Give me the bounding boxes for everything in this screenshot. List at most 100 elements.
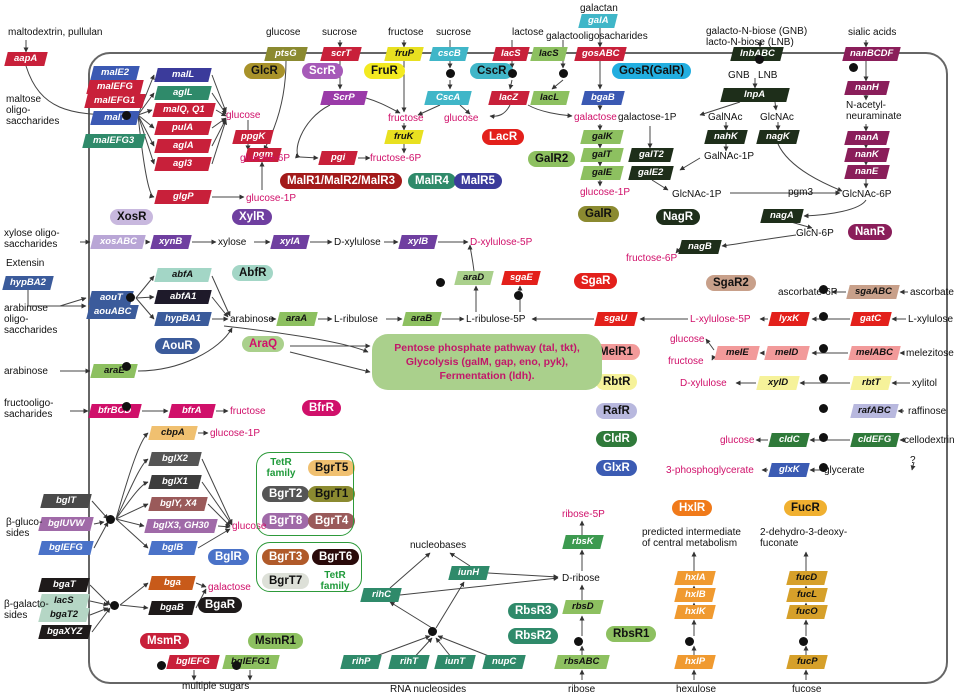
gene-meIE: meIE (714, 346, 760, 360)
metabolite-m40: L-xylulose-5P (690, 314, 751, 325)
gene-lacS2: lacS (530, 47, 568, 61)
transporter-dot (799, 637, 808, 646)
transporter-dot (122, 362, 131, 371)
metabolite-m66: ribose-5P (562, 509, 605, 520)
gene-rafABC: rafABC (850, 404, 899, 418)
gene-bglEFG1: bglEFG1 (222, 655, 280, 669)
regulator-BgrT7: BgrT7 (262, 573, 310, 589)
gene-rihC: rihC (360, 588, 402, 602)
gene-hxlA: hxlA (674, 571, 716, 585)
gene-nanE: nanE (844, 165, 890, 179)
regulator-SgaR2: SgaR2 (706, 275, 756, 291)
metabolite-m50: glucose (720, 435, 755, 446)
regulator-MalR123: MalR1/MalR2/MalR3 (280, 173, 403, 189)
metabolite-m32: xylose (218, 237, 247, 248)
gene-lyxK: lyxK (768, 312, 810, 326)
regulator-CldR: CldR (596, 431, 637, 447)
gene-galE: galE (580, 166, 624, 180)
transporter-dot (122, 111, 131, 120)
gene-hxlP: hxlP (674, 655, 716, 669)
gene-bglX3: bglX3, GH30 (144, 519, 218, 533)
metabolite-m5: fructose (388, 27, 424, 38)
gene-aouABC: aouABC (86, 305, 140, 319)
gene-bglX2: bglX2 (148, 452, 202, 466)
gene-sgaABC: sgaABC (846, 285, 900, 299)
gene-nupC: nupC (482, 655, 526, 669)
regulator-XylR: XylR (232, 209, 272, 225)
gene-bglEFG: bglEFG (38, 541, 94, 555)
transporter-dot (819, 344, 828, 353)
metabolite-m25: glucose-1P (580, 187, 631, 198)
metabolite-m45: fructose (668, 356, 704, 367)
gene-xosABC: xosABC (90, 235, 146, 249)
metabolite-m39: L-ribulose-5P (466, 314, 526, 325)
gene-gosABC: gosABC (574, 47, 628, 61)
gene-fucO: fucO (786, 605, 828, 619)
gene-glgP: glgP (154, 190, 212, 204)
regulator-RafR: RafR (596, 403, 637, 419)
metabolite-m6: sucrose (436, 27, 472, 38)
gene-bga: bga (148, 576, 196, 590)
metabolite-m15: glucose (444, 113, 479, 124)
gene-lacZ: lacZ (488, 91, 530, 105)
transporter-dot (819, 312, 828, 321)
transporter-dot (106, 515, 115, 524)
metabolite-m1: maltodextrin, pullulan (8, 27, 103, 38)
metabolite-m36: arabinose oligo- saccharides (4, 303, 58, 336)
regulator-MsmR: MsmR (140, 633, 189, 649)
tetr-family-box-2 (256, 542, 362, 592)
gene-bglUVW: bglUVW (38, 517, 94, 531)
gene-bglX1: bglX1 (148, 475, 202, 489)
regulator-BgrT3: BgrT3 (262, 549, 310, 565)
regulator-FruR: FruR (364, 63, 405, 79)
regulator-GalR2: GalR2 (528, 151, 576, 167)
gene-CscA: CscA (424, 91, 472, 105)
metabolite-m48: xylitol (912, 378, 938, 389)
regulator-GlcR: GlcR (244, 63, 285, 79)
gene-sgaE: sgaE (501, 271, 541, 285)
gene-araD: araD (454, 271, 494, 285)
gene-xylB: xylB (398, 235, 438, 249)
metabolite-m26: GlcNAc-1P (672, 189, 722, 200)
gene-bfrBCD: bfrBCD (88, 404, 142, 418)
gene-malL: malL (154, 68, 212, 82)
transporter-dot (126, 293, 135, 302)
metabolite-m37: arabinose (230, 314, 274, 325)
metabolite-m30: fructose-6P (626, 253, 678, 264)
metabolite-m35: Extensin (6, 258, 45, 269)
metabolite-m13: glucose (226, 110, 261, 121)
metabolite-m46: melezitose (906, 348, 954, 359)
gene-aglA: aglA (154, 139, 212, 153)
regulator-BgaR: BgaR (198, 597, 243, 613)
regulator-GosR: GosR(GalR) (612, 63, 692, 79)
gene-hxlB: hxlB (674, 588, 716, 602)
gene-fruP: fruP (384, 47, 424, 61)
regulator-RbsR3: RbsR3 (508, 603, 559, 619)
gene-abfA1: abfA1 (154, 290, 212, 304)
gene-xylD: xylD (756, 376, 800, 390)
gene-araB: araB (402, 312, 442, 326)
gene-nanA: nanA (844, 131, 890, 145)
gene-lacS1: lacS (492, 47, 530, 61)
metabolite-m53: glycerate (824, 465, 865, 476)
metabolite-m38: L-ribulose (334, 314, 378, 325)
regulator-MelR1: MelR1 (592, 344, 640, 360)
gene-malEFG3: malEFG3 (82, 134, 146, 148)
gene-rbtT: rbtT (850, 376, 892, 390)
metabolite-m58: glucose-1P (210, 428, 261, 439)
transporter-dot (514, 291, 523, 300)
regulator-GalR: GalR (578, 206, 619, 222)
transporter-dot (819, 463, 828, 472)
gene-bfrA: bfrA (168, 404, 216, 418)
gene-aglL: aglL (154, 86, 212, 100)
gene-fruK: fruK (384, 130, 424, 144)
gene-malQQ1: malQ, Q1 (152, 103, 216, 117)
gene-abfA: abfA (154, 268, 212, 282)
gene-hxlK: hxlK (674, 605, 716, 619)
metabolite-m23: GalNAc-1P (704, 151, 755, 162)
metabolite-m18: GalNAc (708, 112, 743, 123)
metabolite-m60: β-gluco- sides (6, 517, 43, 539)
metabolite-m31: xylose oligo- saccharides (4, 228, 60, 250)
regulator-RbsR2: RbsR2 (508, 628, 559, 644)
metabolite-m3: glucose (266, 27, 301, 38)
